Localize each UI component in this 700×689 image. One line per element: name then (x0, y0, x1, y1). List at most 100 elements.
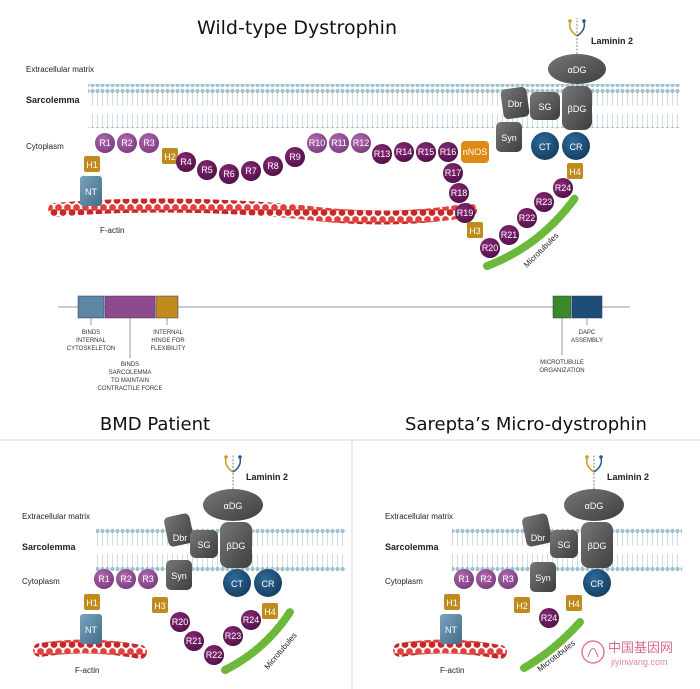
svg-text:INTERNAL: INTERNAL (76, 338, 106, 344)
r12-top (351, 133, 371, 153)
h2-hinge-top (162, 148, 178, 164)
sg-label-micro: SG (557, 540, 570, 550)
svg-text:R3: R3 (502, 574, 514, 584)
bdg-protein-micro (581, 522, 613, 568)
h3-label-bmd: H3 (154, 601, 166, 611)
dbr-protein-top (500, 86, 530, 120)
ct-domain-top (531, 132, 559, 160)
svg-text:ASSEMBLY: ASSEMBLY (571, 338, 603, 344)
adg-label-bmd: αDG (224, 501, 243, 511)
watermark: 中国基因网 jiyinwang.com (581, 640, 673, 667)
h1-label-top: H1 (86, 160, 98, 170)
sg-protein-micro (550, 530, 578, 558)
cr-label-top: CR (570, 142, 583, 152)
syn-protein-bmd (166, 560, 192, 590)
svg-text:DAPC: DAPC (579, 330, 596, 336)
r24-label-top: R24 (555, 183, 572, 193)
r18-top (449, 183, 469, 203)
r10-top (307, 133, 327, 153)
label-ecm-top: Extracellular matrix (26, 65, 94, 74)
syn-protein-top (496, 122, 522, 152)
r11-top (329, 133, 349, 153)
r16-label-top: R16 (440, 147, 457, 157)
h4-label-top: H4 (569, 167, 581, 177)
r21-label-top: R21 (501, 230, 518, 240)
svg-text:R20: R20 (172, 617, 189, 627)
cr-domain-micro (583, 569, 611, 597)
r18-label-top: R18 (451, 188, 468, 198)
legend-block-microtubule (552, 295, 572, 319)
r12-label-top: R12 (353, 138, 370, 148)
adg-label-top: αDG (568, 65, 587, 75)
r6-label-top: R6 (223, 169, 235, 179)
svg-text:CYTOSKELETON: CYTOSKELETON (67, 346, 115, 352)
r24-label-micro: R24 (541, 613, 558, 623)
sg-protein-bmd (190, 530, 218, 558)
svg-text:BINDS: BINDS (82, 330, 100, 336)
label-sarcolemma-micro: Sarcolemma (385, 542, 440, 552)
ct-label-top: CT (539, 142, 551, 152)
h2-label-micro: H2 (516, 601, 528, 611)
label-ecm-bmd: Extracellular matrix (22, 512, 90, 521)
svg-text:MICROTUBULE: MICROTUBULE (540, 360, 584, 366)
cr-label-micro: CR (591, 579, 604, 589)
laminin-icon-top (568, 18, 586, 54)
laminin-icon-micro (585, 454, 603, 489)
r7-label-top: R7 (245, 166, 257, 176)
label-cytoplasm-bmd: Cytoplasm (22, 577, 60, 586)
bdg-label-micro: βDG (588, 541, 607, 551)
r14-label-top: R14 (396, 147, 413, 157)
r17-r19-group-top: R17 R18 R19 (443, 163, 475, 223)
nnos-protein-top (461, 141, 489, 163)
syn-protein-micro (530, 562, 556, 592)
r1-r3-group-micro: R1 R2 R3 (454, 569, 518, 589)
domain-legend-bar (58, 295, 630, 358)
dbr-label-top: Dbr (508, 99, 523, 109)
legend-text-hinge: INTERNAL HINGE FOR FLEXIBILITY (150, 330, 185, 352)
h4-hinge-bmd (262, 603, 278, 619)
label-factin-top: F-actin (100, 226, 124, 235)
nt-label-top: NT (85, 187, 97, 197)
legend-text-cytoskeleton: BINDS INTERNAL CYTOSKELETON (67, 330, 115, 352)
sg-label-top: SG (538, 102, 551, 112)
r15-top (416, 142, 436, 162)
svg-text:SARCOLEMMA: SARCOLEMMA (109, 370, 152, 376)
label-sarcolemma-top: Sarcolemma (26, 95, 81, 105)
h4-label-micro: H4 (568, 599, 580, 609)
sg-protein-top (530, 92, 560, 120)
microtubule-top (483, 194, 579, 270)
adg-protein-micro (564, 489, 624, 521)
svg-text:BINDS: BINDS (121, 362, 139, 368)
bdg-label-bmd: βDG (227, 541, 246, 551)
h1-hinge-top (84, 156, 100, 172)
watermark-logo-icon (581, 640, 605, 664)
label-laminin-bmd: Laminin 2 (246, 472, 288, 482)
svg-text:R24: R24 (243, 615, 260, 625)
r16-top (438, 142, 458, 162)
r1-r3-group-bmd: R1 R2 R3 (94, 569, 158, 589)
r24-micro (539, 608, 559, 628)
label-laminin-top: Laminin 2 (591, 36, 633, 46)
cr-domain-top (562, 132, 590, 160)
r13-top (372, 144, 392, 164)
nnos-label-top: nNOS (463, 147, 488, 157)
r4-r9-group-top: R4 R5 R6 R7 R8 R9 (176, 147, 305, 184)
title-bmd: BMD Patient (100, 414, 210, 435)
r4-top (176, 152, 196, 172)
watermark-cn-text: 中国基因网 (608, 640, 673, 655)
watermark-url-text: jiyinwang.com (610, 657, 668, 667)
adg-protein-bmd (203, 489, 263, 521)
r2-label-top: R2 (121, 138, 133, 148)
h4-hinge-top (567, 163, 583, 179)
dbr-protein-micro (522, 513, 552, 547)
r20-r24-group-top: R20 R21 R22 R23 R24 (480, 178, 573, 258)
r19-label-top: R19 (457, 208, 474, 218)
label-ecm-micro: Extracellular matrix (385, 512, 453, 521)
factin-filament-top (48, 198, 477, 225)
svg-text:ORGANIZATION: ORGANIZATION (539, 368, 584, 374)
sg-label-bmd: SG (197, 540, 210, 550)
h3-label-top: H3 (469, 226, 481, 236)
r1-r3-group-top: R1 R2 R3 (95, 133, 159, 153)
dbr-protein-bmd (164, 513, 194, 547)
